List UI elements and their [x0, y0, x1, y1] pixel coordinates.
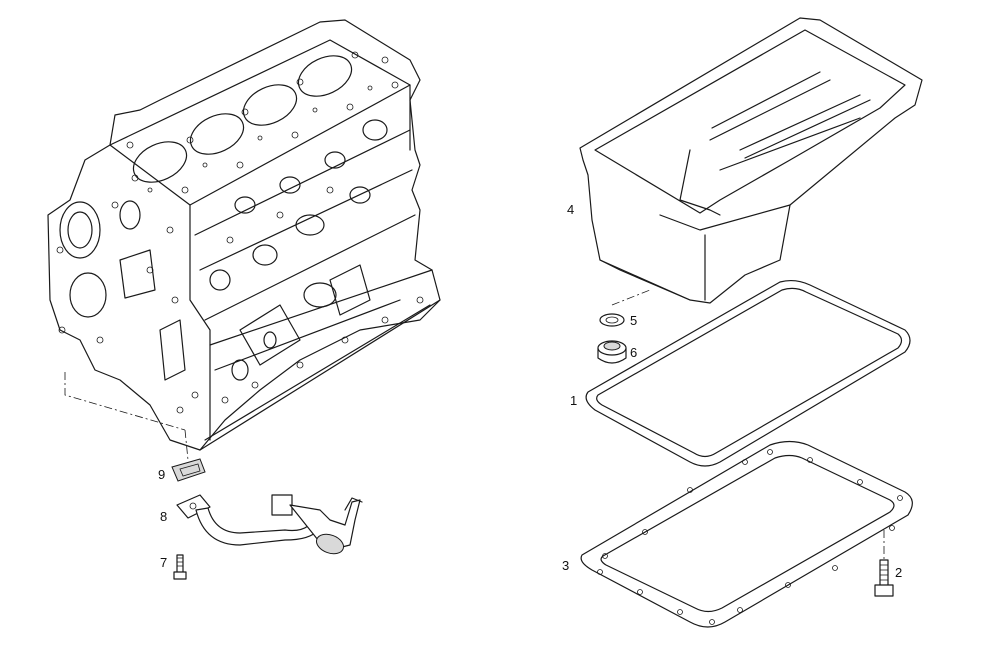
washer-part-5	[599, 313, 625, 327]
alignment-line-pickup	[184, 429, 189, 461]
alignment-line-block	[64, 372, 186, 431]
callout-5: 5	[630, 313, 637, 328]
gasket-part-9	[171, 458, 206, 482]
drain-plug-part-6	[597, 340, 627, 364]
bolt-part-7	[173, 554, 187, 580]
callout-1: 1	[570, 393, 577, 408]
callout-8: 8	[160, 509, 167, 524]
stiffener-frame-part-3	[580, 440, 913, 628]
bolt-part-2	[874, 559, 894, 597]
sump-gasket-part-1	[585, 279, 911, 467]
callout-7: 7	[160, 555, 167, 570]
callout-9: 9	[158, 467, 165, 482]
engine-block	[47, 19, 441, 451]
callout-4: 4	[567, 202, 574, 217]
oil-sump-part-4	[579, 17, 923, 304]
oil-pickup-tube-part-8	[176, 494, 363, 555]
alignment-line-sump	[611, 289, 651, 306]
callout-6: 6	[630, 345, 637, 360]
callout-3: 3	[562, 558, 569, 573]
callout-2: 2	[895, 565, 902, 580]
